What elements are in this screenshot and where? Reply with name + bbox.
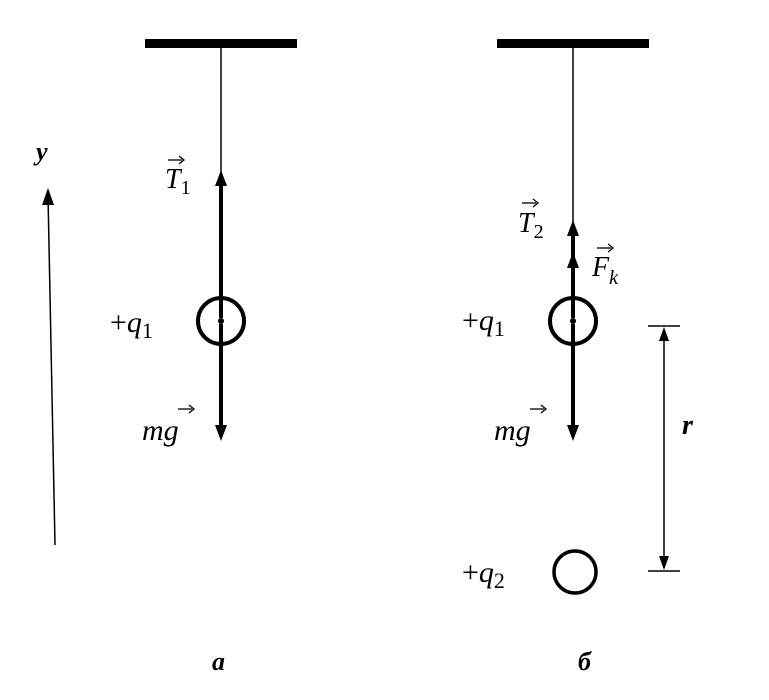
caption-a: а	[212, 647, 225, 676]
y-axis-label: y	[33, 137, 48, 166]
weight-label-b: mg	[494, 404, 548, 447]
vector-head-t2	[532, 198, 540, 208]
weight-text-b: mg	[494, 414, 531, 447]
charge-subscript-a: 1	[142, 318, 153, 343]
coulomb-label-b: Fk	[591, 243, 619, 289]
charge-letter-a: q	[127, 306, 142, 339]
second-charge-ball	[552, 549, 598, 595]
svg-text:Fk: Fk	[591, 252, 619, 289]
y-axis: y	[33, 137, 56, 546]
tension-letter-b: T	[518, 208, 536, 239]
weight-arrowhead-b	[567, 425, 579, 441]
second-charge-letter: q	[479, 556, 494, 589]
charge-label-b: +q1	[462, 304, 505, 341]
weight-label-a: mg	[142, 404, 196, 447]
vector-head-fk	[607, 243, 615, 253]
second-charge-prefix: +	[462, 556, 479, 589]
tension-label-a: T1	[165, 155, 191, 199]
charge-letter-b: q	[479, 304, 494, 337]
weight-text-a: mg	[142, 414, 179, 447]
coulomb-arrowhead-b	[567, 252, 579, 268]
distance-marker: r	[648, 325, 694, 572]
charge-prefix-b: +	[462, 304, 479, 337]
tension-letter-a: T	[165, 164, 183, 195]
second-charge-subscript: 2	[494, 568, 505, 593]
vector-head-t1	[178, 155, 186, 165]
charge-subscript-b: 1	[494, 316, 505, 341]
tension-arrowhead-a	[215, 170, 227, 186]
charge-label-a: +q1	[110, 306, 153, 343]
distance-arrowhead-top	[659, 327, 669, 341]
svg-text:T1: T1	[165, 164, 191, 199]
caption-b: б	[578, 647, 592, 676]
panel-b: T2 Fk +q1 mg	[462, 39, 694, 676]
tension-label-b: T2	[518, 198, 544, 243]
distance-label: r	[682, 410, 694, 441]
vector-head-g-a	[188, 404, 196, 414]
ball-center-a	[218, 318, 224, 324]
coulomb-subscript-b: k	[609, 267, 619, 289]
y-axis-arrowhead	[42, 188, 54, 205]
ceiling-b	[497, 39, 649, 48]
coulomb-letter-b: F	[591, 252, 610, 283]
tension-subscript-b: 2	[534, 221, 544, 243]
distance-arrowhead-bottom	[659, 556, 669, 570]
ball-center-b	[570, 318, 576, 324]
y-axis-line	[47, 194, 56, 546]
weight-arrowhead-a	[215, 425, 227, 441]
tension-arrowhead-b	[567, 220, 579, 236]
panel-a: T1 +q1 mg а	[110, 39, 297, 676]
ceiling-a	[145, 39, 297, 48]
charge-prefix-a: +	[110, 306, 127, 339]
vector-head-g-b	[540, 404, 548, 414]
tension-subscript-a: 1	[181, 177, 191, 199]
second-charge-label: +q2	[462, 556, 505, 593]
svg-text:T2: T2	[518, 208, 544, 243]
